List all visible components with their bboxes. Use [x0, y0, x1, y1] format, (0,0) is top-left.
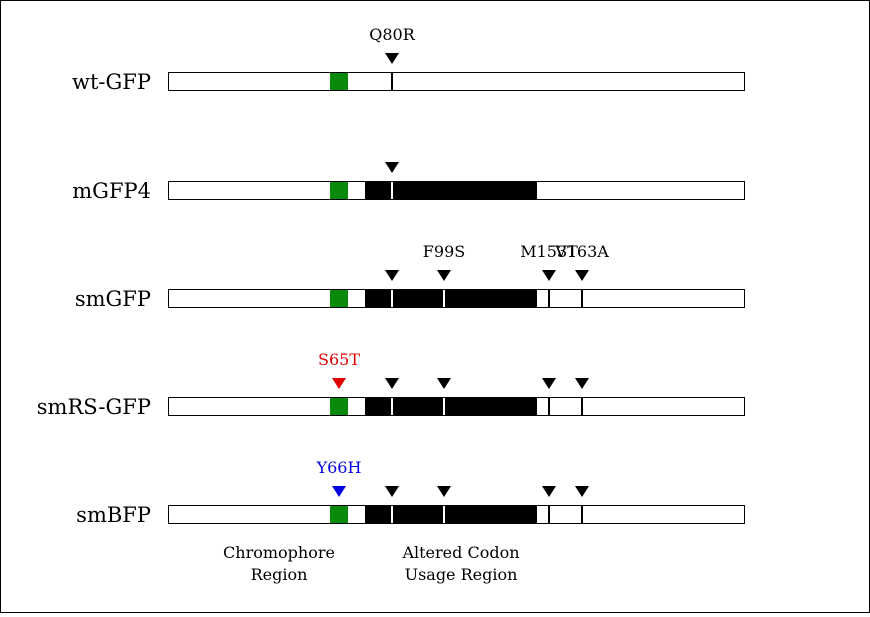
construct-name: smRS-GFP: [37, 395, 151, 419]
mutation-label-v163a: V163A: [554, 242, 609, 261]
mutation-marker-v163a: [575, 270, 589, 281]
mutation-label-y66h: Y66H: [316, 458, 362, 477]
mutation-marker-f99s: [437, 270, 451, 281]
mutation-marker-v163a: [575, 486, 589, 497]
mutation-marker-q80r: [385, 53, 399, 64]
construct-name: smGFP: [75, 287, 151, 311]
chromophore-block: [330, 182, 348, 199]
construct-name: smBFP: [76, 503, 151, 527]
codon-region-label-line1: Altered Codon: [401, 543, 519, 562]
chromophore-block: [330, 73, 348, 90]
mutation-marker-q80r: [385, 486, 399, 497]
construct-name: mGFP4: [72, 179, 151, 203]
gene-bar: [168, 72, 745, 91]
construct-row: smBFP Y66H: [76, 458, 745, 527]
mutation-label-f99s: F99S: [423, 242, 465, 261]
construct-row: smRS-GFP S65T: [37, 350, 745, 419]
region-labels: Chromophore Region Altered Codon Usage R…: [223, 543, 520, 584]
mutation-marker-v163a: [575, 378, 589, 389]
mutation-marker-q80r: [385, 378, 399, 389]
mutation-marker-m153t: [542, 270, 556, 281]
mutation-label-q80r: Q80R: [369, 25, 415, 44]
altered-codon-block: [365, 290, 537, 307]
altered-codon-block: [365, 182, 537, 199]
mutation-marker-y66h: [332, 486, 346, 497]
chromophore-region-label-line2: Region: [251, 565, 308, 584]
altered-codon-block: [365, 398, 537, 415]
chromophore-block: [330, 506, 348, 523]
construct-row: wt-GFP Q80R: [72, 25, 745, 94]
mutation-marker-q80r: [385, 270, 399, 281]
construct-row: mGFP4: [72, 162, 745, 203]
mutation-marker-m153t: [542, 486, 556, 497]
mutation-marker-f99s: [437, 486, 451, 497]
mutation-marker-q80r: [385, 162, 399, 173]
chromophore-region-label-line1: Chromophore: [223, 543, 335, 562]
mutation-marker-s65t: [332, 378, 346, 389]
mutation-marker-f99s: [437, 378, 451, 389]
altered-codon-block: [365, 506, 537, 523]
construct-name: wt-GFP: [72, 70, 151, 94]
chromophore-block: [330, 290, 348, 307]
mutation-marker-m153t: [542, 378, 556, 389]
mutation-label-s65t: S65T: [318, 350, 360, 369]
chromophore-block: [330, 398, 348, 415]
mutation-label-m153t: M153T: [520, 242, 578, 261]
codon-region-label-line2: Usage Region: [405, 565, 518, 584]
